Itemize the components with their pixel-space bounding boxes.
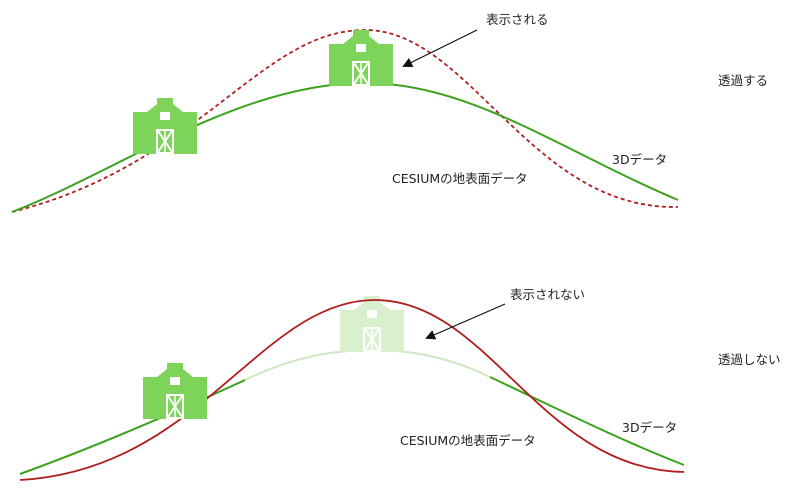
bottom-3d-data-curve-right bbox=[489, 376, 685, 466]
bottom-3d-data-label: 3Dデータ bbox=[622, 420, 677, 435]
bottom-3d-data-curve-left bbox=[19, 379, 246, 475]
bottom-terrain-label: CESIUMの地表面データ bbox=[400, 433, 536, 448]
bottom-panel: 表示されない 透過しない 3Dデータ CESIUMの地表面データ bbox=[19, 287, 781, 481]
top-callout-label: 表示される bbox=[486, 12, 549, 27]
top-panel: 表示される 透過する 3Dデータ CESIUMの地表面データ bbox=[11, 12, 768, 213]
bottom-left-barn-icon bbox=[142, 362, 208, 420]
top-side-label: 透過する bbox=[718, 73, 768, 88]
top-3d-data-curve bbox=[11, 81, 679, 213]
bottom-callout-label: 表示されない bbox=[510, 287, 585, 302]
top-left-barn-icon bbox=[132, 97, 198, 155]
bottom-callout-arrow bbox=[425, 303, 506, 340]
bottom-terrain-curve bbox=[19, 299, 685, 481]
top-callout-arrow bbox=[402, 29, 478, 67]
top-3d-data-label: 3Dデータ bbox=[612, 152, 667, 167]
bottom-side-label: 透過しない bbox=[718, 352, 781, 367]
bottom-center-barn-icon-faded bbox=[339, 295, 405, 353]
top-center-barn-icon bbox=[328, 29, 394, 87]
bottom-3d-data-faded-segment bbox=[244, 348, 491, 381]
top-terrain-label: CESIUMの地表面データ bbox=[392, 171, 528, 186]
